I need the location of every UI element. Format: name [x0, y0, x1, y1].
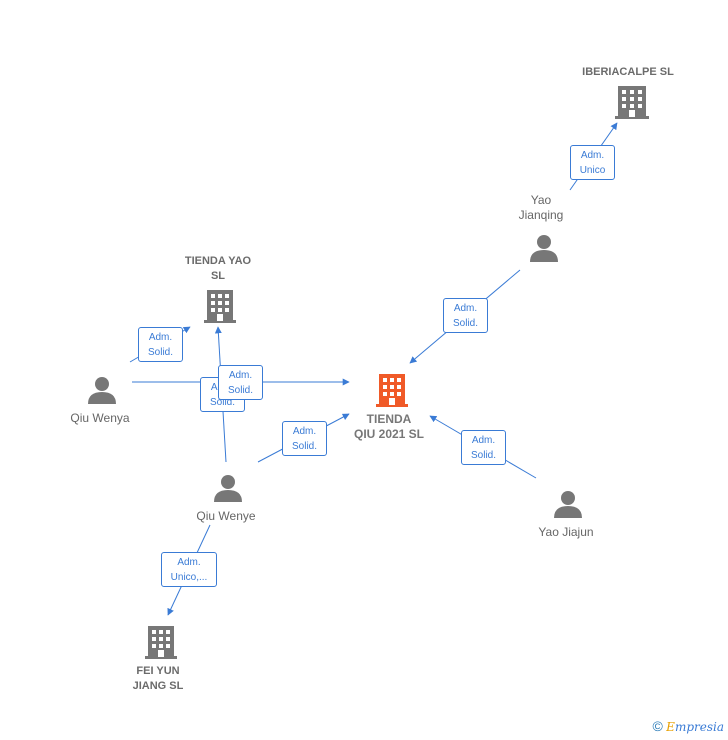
edge-label-wenye-fei-yun[interactable]: Adm.Unico,... — [161, 552, 217, 587]
copyright-icon: © — [652, 718, 663, 734]
edge-label-wenya-tienda-yao[interactable]: Adm.Solid. — [138, 327, 183, 362]
node-label-iberiacalpe[interactable]: IBERIACALPE SL — [582, 66, 674, 78]
footer-brand: © Empresia — [653, 718, 725, 734]
edge-label-jiajun-tienda-qiu[interactable]: Adm.Solid. — [461, 430, 506, 465]
node-label-yao-jianqing[interactable]: Yao Jianqing — [518, 193, 564, 222]
edge-label-jianqing-tienda-qiu[interactable]: Adm.Solid. — [443, 298, 488, 333]
node-label-yao-jiajun[interactable]: Yao Jiajun — [538, 525, 594, 539]
building-icon-fei-yun — [145, 626, 177, 659]
building-icon-tienda-yao — [204, 290, 236, 323]
node-label-tienda-yao[interactable]: TIENDA YAO SL — [184, 255, 252, 282]
person-icon-qiu-wenya — [88, 377, 116, 404]
person-icon-yao-jiajun — [554, 491, 582, 518]
edge-label-wenya-tienda-qiu[interactable]: Adm.Solid. — [218, 365, 263, 400]
person-icon-qiu-wenye — [214, 475, 242, 502]
edge-label-jianqing-iberiacalpe[interactable]: Adm.Unico — [570, 145, 615, 180]
building-icon-iberiacalpe — [615, 86, 649, 119]
node-label-qiu-wenya[interactable]: Qiu Wenya — [70, 411, 130, 425]
node-label-qiu-wenye[interactable]: Qiu Wenye — [196, 509, 256, 523]
edge-label-wenye-tienda-qiu[interactable]: Adm.Solid. — [282, 421, 327, 456]
building-icon-tienda-qiu — [376, 374, 408, 407]
node-label-tienda-qiu[interactable]: TIENDA QIU 2021 SL — [353, 412, 425, 441]
brand-logo[interactable]: Empresia — [666, 720, 724, 734]
node-label-fei-yun[interactable]: FEI YUN JIANG SL — [132, 665, 184, 692]
person-icon-yao-jianqing — [530, 235, 558, 262]
